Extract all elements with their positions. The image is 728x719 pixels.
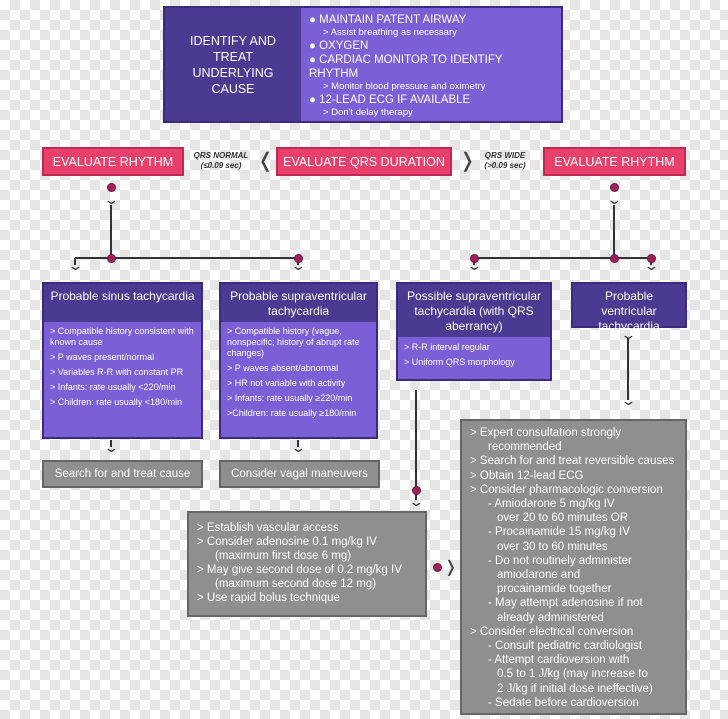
- ecg-sub: > Don't delay therapy: [323, 107, 413, 118]
- arrow-down-icon: ⌄: [606, 192, 623, 207]
- qrs-normal-text: QRS NORMAL: [193, 151, 249, 160]
- vascular-line: > Use rapid bolus technique: [197, 592, 340, 604]
- qrs-wide-label: QRS WIDE (>0.09 sec): [474, 151, 536, 171]
- expert-line: - Consult pediatric cardiologist: [488, 640, 643, 653]
- expert-line: - Do not routinely administer: [488, 554, 632, 567]
- expert-line: 2 J/kg if initial dose ineffective): [497, 682, 653, 695]
- criteria-item: > Infants: rate usually ≥220/min: [227, 393, 353, 403]
- expert-line: > Consider pharmacologic conversion: [470, 483, 663, 496]
- vascular-line: (maximum first dose 6 mg): [215, 550, 352, 562]
- qrs-normal-sub: (≤0.09 sec): [200, 161, 242, 170]
- criteria-item: > HR not variable with activity: [227, 378, 346, 388]
- arrow-down-icon: ⌄: [466, 258, 483, 273]
- monitor-item: ● CARDIAC MONITOR TO IDENTIFY RHYTHM: [309, 54, 503, 80]
- expert-line: > Search for and treat reversible causes: [470, 455, 675, 468]
- vascular-line: > Establish vascular access: [197, 522, 339, 534]
- vascular-line: > May give second dose of 0.2 mg/kg IV: [197, 564, 402, 576]
- oxygen-item: ● OXYGEN: [309, 40, 369, 52]
- expert-line: over 20 to 60 minutes OR: [497, 512, 629, 525]
- criteria-item: > P waves present/normal: [50, 352, 155, 362]
- arrow-down-icon: ⌄: [643, 258, 660, 273]
- vascular-line: (maximum second dose 12 mg): [215, 578, 377, 590]
- connector-dot: [294, 254, 303, 263]
- top-box: IDENTIFY AND TREAT UNDERLYING CAUSE ● MA…: [163, 6, 563, 123]
- expert-line: > Consider electrical conversion: [470, 625, 634, 638]
- arrow-down-icon: ⌄: [290, 440, 307, 455]
- expert-line: procainamide together: [497, 583, 612, 596]
- expert-line: - Amiodarone 5 mg/kg IV: [488, 498, 615, 511]
- box-criteria: > Compatible history consistent with kno…: [44, 322, 201, 437]
- evaluate-rhythm-left: EVALUATE RHYTHM: [42, 147, 184, 176]
- box-title: Probable ventricular tachycardia: [598, 289, 660, 333]
- initial-actions-list: ● MAINTAIN PATENT AIRWAY > Assist breath…: [301, 8, 561, 121]
- evaluate-rhythm-right: EVALUATE RHYTHM: [543, 147, 686, 176]
- arrow-down-icon: ⌄: [290, 258, 307, 273]
- qrs-wide-text: QRS WIDE: [484, 151, 526, 160]
- criteria-item: >Children: rate usually ≥180/min: [227, 408, 357, 418]
- connector-dot: [470, 254, 479, 263]
- vascular-line: > Consider adenosine 0.1 mg/kg IV: [197, 536, 377, 548]
- criteria-item: > Compatible history (vague, nonspecific…: [227, 326, 360, 358]
- criteria-item: > Compatible history consistent with kno…: [50, 326, 194, 347]
- arrow-down-icon: ⌄: [620, 393, 637, 408]
- arrow-down-icon: ⌄: [103, 192, 120, 207]
- expert-line: > Obtain 12-lead ECG: [470, 469, 584, 482]
- expert-line: - Sedate before cardioversion: [488, 696, 639, 709]
- chevron-left-icon: ❬: [257, 150, 274, 172]
- chevron-right-icon: ❭: [444, 559, 458, 576]
- search-treat-cause-box: Search for and treat cause: [42, 460, 203, 488]
- vagal-maneuvers-box: Consider vagal maneuvers: [219, 460, 380, 488]
- expert-line: - Procainamide 15 mg/kg IV: [488, 526, 630, 539]
- box-criteria: > R-R interval regular > Uniform QRS mor…: [398, 337, 550, 379]
- expert-line: recommended: [488, 441, 562, 454]
- svt-aberrancy-box: Possible supraventricular tachycardia (w…: [396, 282, 552, 381]
- arrow-down-icon: ⌄: [408, 494, 425, 509]
- qrs-normal-label: QRS NORMAL (≤0.09 sec): [188, 151, 254, 171]
- expert-line: - May attempt adenosine if not: [488, 597, 643, 610]
- criteria-item: > P waves absent/abnormal: [227, 363, 339, 373]
- expert-consultation-box: > Expert consultation strongly recommende…: [460, 419, 687, 715]
- expert-line: 0.5 to 1 J/kg (may increase to: [497, 668, 648, 681]
- expert-line: over 30 to 60 minutes: [497, 540, 608, 553]
- connector-dot: [107, 254, 116, 263]
- box-criteria: > Compatible history (vague, nonspecific…: [221, 322, 376, 437]
- airway-sub: > Assist breathing as necessary: [323, 27, 457, 38]
- connector-dot: [412, 486, 421, 495]
- identify-cause-label: IDENTIFY AND TREAT UNDERLYING CAUSE: [190, 33, 276, 96]
- sinus-tachycardia-box: Probable sinus tachycardia > Compatible …: [42, 282, 203, 439]
- airway-item: ● MAINTAIN PATENT AIRWAY: [309, 14, 467, 26]
- criteria-item: > Infants: rate usually <220/min: [50, 382, 176, 392]
- criteria-item: > Variables R-R with constant PR: [50, 367, 184, 377]
- box-title: Possible supraventricular tachycardia (w…: [406, 289, 542, 333]
- connector-dot: [107, 183, 116, 192]
- vascular-access-box: > Establish vascular access > Consider a…: [187, 511, 427, 617]
- connector-dot: [610, 183, 619, 192]
- chevron-right-icon: ❭: [459, 150, 476, 172]
- arrow-down-icon: ⌄: [620, 327, 637, 342]
- expert-line: already administered: [497, 611, 604, 624]
- qrs-wide-sub: (>0.09 sec): [484, 161, 526, 170]
- criteria-item: > Children: rate usually <180/min: [50, 397, 183, 407]
- criteria-item: > Uniform QRS morphology: [404, 357, 515, 367]
- box-title: Probable supraventricular tachycardia: [230, 289, 367, 318]
- ventricular-tachycardia-box: Probable ventricular tachycardia: [571, 282, 687, 333]
- criteria-item: > R-R interval regular: [404, 342, 490, 352]
- connector-dot: [433, 563, 442, 572]
- evaluate-qrs-duration: EVALUATE QRS DURATION: [276, 147, 452, 176]
- ecg-item: ● 12-LEAD ECG IF AVAILABLE: [309, 94, 471, 106]
- connector-dot: [610, 254, 619, 263]
- expert-line: > Expert consultation strongly: [470, 427, 622, 439]
- monitor-sub: > Monitor blood pressure and oximetry: [323, 81, 486, 92]
- box-title: Probable sinus tachycardia: [50, 289, 195, 303]
- expert-line: amiodarone and: [497, 569, 581, 582]
- arrow-down-icon: ⌄: [103, 440, 120, 455]
- arrow-down-icon: ⌄: [67, 258, 84, 273]
- connector-dot: [647, 254, 656, 263]
- expert-line: - Attempt cardioversion with: [488, 654, 630, 667]
- svt-box: Probable supraventricular tachycardia > …: [219, 282, 378, 439]
